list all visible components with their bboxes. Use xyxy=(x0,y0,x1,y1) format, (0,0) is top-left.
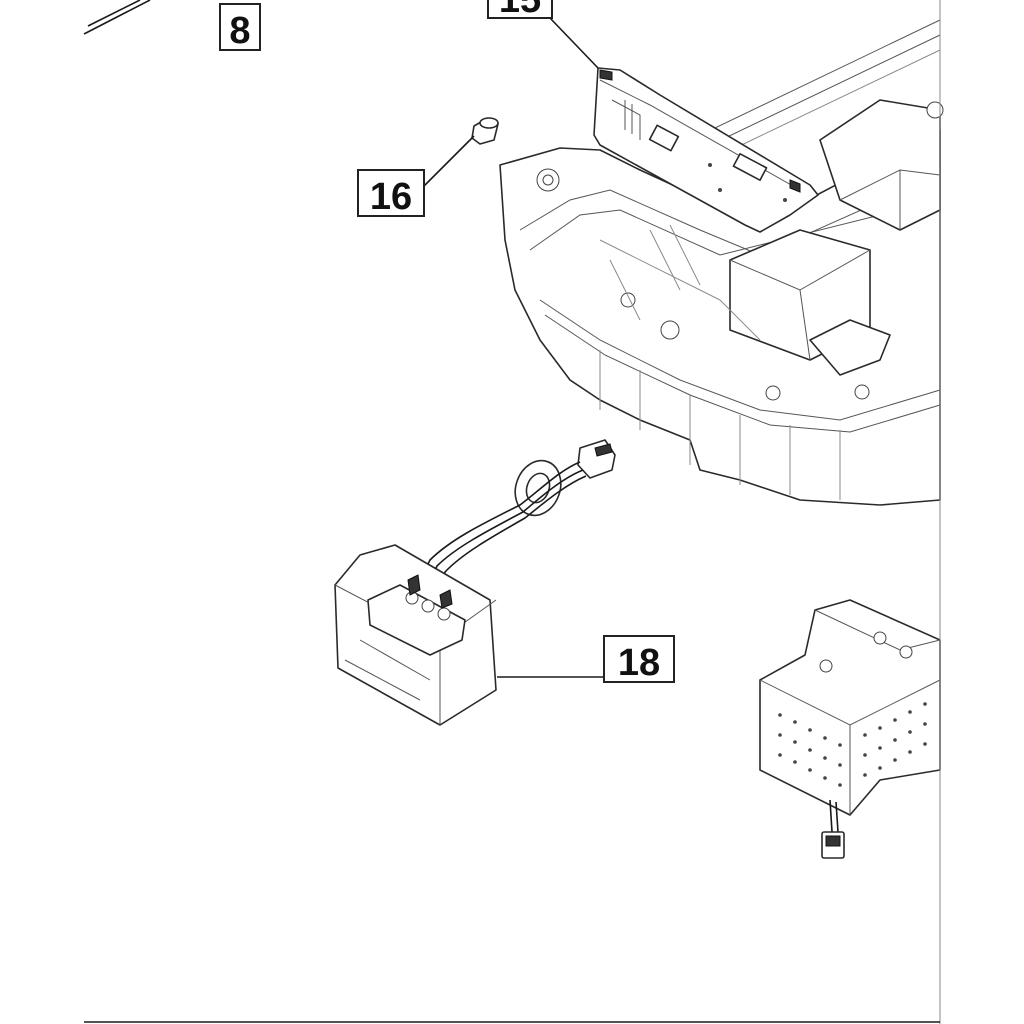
callout-16-label: 16 xyxy=(370,176,412,218)
battery-vent-dots xyxy=(778,702,927,787)
chassis-housing xyxy=(499,19,944,506)
callout-8-label: 8 xyxy=(229,10,250,52)
part-18-harness xyxy=(334,439,616,726)
part-16-screw xyxy=(471,117,499,145)
callout-18: 18 xyxy=(603,635,675,684)
callout-16: 16 xyxy=(357,169,425,218)
callout-18-label: 18 xyxy=(618,642,660,684)
battery-pack xyxy=(759,599,941,859)
leader-16 xyxy=(423,135,475,187)
part-8-fragment xyxy=(83,0,151,35)
leader-15 xyxy=(549,17,599,69)
callout-15: 15 xyxy=(487,0,553,21)
callout-15-label: 15 xyxy=(499,0,541,21)
callout-8: 8 xyxy=(219,3,261,52)
part-15-circuit-board xyxy=(593,67,819,233)
